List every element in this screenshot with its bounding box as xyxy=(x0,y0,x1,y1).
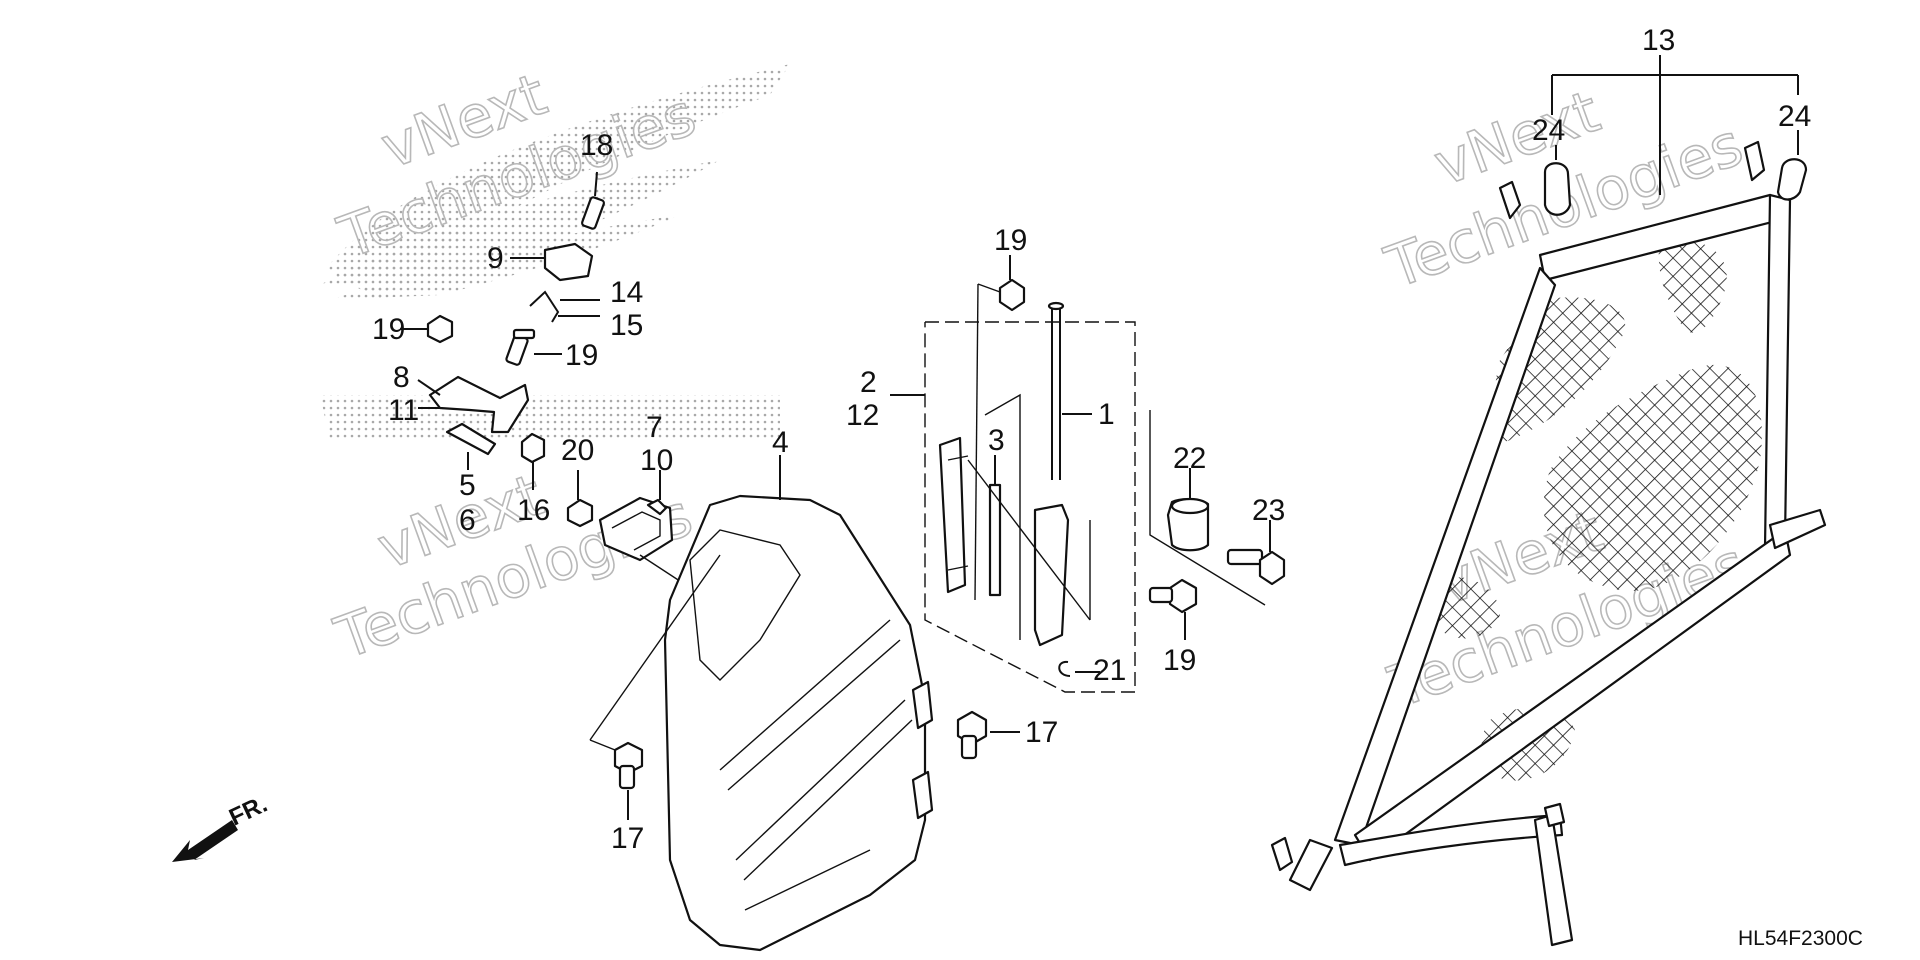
part-21-clip-icon xyxy=(1058,660,1071,677)
callout-6: 6 xyxy=(459,504,476,537)
stippled-wing-logo xyxy=(320,64,790,440)
callout-24-a: 24 xyxy=(1532,114,1565,147)
callout-24-b: 24 xyxy=(1778,100,1811,133)
part-13-leader-lines xyxy=(1551,55,1799,195)
part-19-bolt-side-icon xyxy=(1148,578,1198,640)
part-19-hinge-bolt-icon xyxy=(998,278,1026,312)
latch-hardware-group xyxy=(400,171,771,641)
part-5-pin-icon xyxy=(445,422,497,456)
front-direction-arrow-icon: FR. xyxy=(172,791,272,862)
callout-4: 4 xyxy=(772,426,789,459)
callout-19-c: 19 xyxy=(994,224,1027,257)
part-4-door-panel xyxy=(589,455,934,952)
callout-10: 10 xyxy=(640,444,673,477)
callout-20: 20 xyxy=(561,434,594,467)
part-16-washer-icon xyxy=(520,432,546,464)
part-14-spring-icon xyxy=(529,290,560,323)
callout-7: 7 xyxy=(646,411,663,444)
callout-15: 15 xyxy=(610,309,643,342)
callout-19-d: 19 xyxy=(1163,644,1196,677)
callout-13: 13 xyxy=(1642,24,1675,57)
callout-5: 5 xyxy=(459,469,476,502)
callout-3: 3 xyxy=(988,424,1005,457)
diagram-code: HL54F2300C xyxy=(1738,927,1863,950)
part-19-nut-icon xyxy=(426,314,454,344)
part-20-grommet-icon xyxy=(566,498,594,528)
part-hinge-half-left-icon xyxy=(938,436,967,594)
collar-bolt-group xyxy=(1149,410,1286,606)
part-17-bolt-left-icon xyxy=(613,741,644,820)
part-7-latch-plate-icon xyxy=(598,496,674,562)
part-19-bolt-icon xyxy=(505,328,562,366)
callout-16: 16 xyxy=(517,494,550,527)
part-24-clip-left-icon xyxy=(1543,145,1572,216)
callout-14: 14 xyxy=(610,276,643,309)
part-23-bolt-icon xyxy=(1226,520,1286,586)
callout-17-b: 17 xyxy=(611,822,644,855)
part-3-hinge-plate-icon xyxy=(984,393,1021,640)
part-8-bracket-icon xyxy=(428,375,530,434)
callout-17-a: 17 xyxy=(1025,716,1058,749)
part-1-hinge-rod-icon xyxy=(1047,301,1092,480)
callout-8: 8 xyxy=(393,361,410,394)
hinge-assembly-group xyxy=(890,255,1136,693)
callout-21: 21 xyxy=(1093,654,1126,687)
callout-18: 18 xyxy=(580,129,613,162)
callout-19-b: 19 xyxy=(565,339,598,372)
callout-23: 23 xyxy=(1252,494,1285,527)
part-13-side-net xyxy=(1270,140,1827,947)
callout-11: 11 xyxy=(388,394,419,427)
callout-2: 2 xyxy=(860,366,877,399)
callout-12: 12 xyxy=(846,399,879,432)
callout-19-a: 19 xyxy=(372,313,405,346)
callout-1: 1 xyxy=(1098,398,1115,431)
part-24-clip-right-icon xyxy=(1776,130,1808,201)
part-hinge-half-right-icon xyxy=(1033,503,1070,647)
callout-9: 9 xyxy=(487,242,504,275)
part-9-latch-knob-icon xyxy=(543,242,594,282)
part-18-screw-icon xyxy=(581,171,605,230)
part-17-bolt-right-icon xyxy=(956,710,1020,760)
callout-22: 22 xyxy=(1173,442,1206,475)
